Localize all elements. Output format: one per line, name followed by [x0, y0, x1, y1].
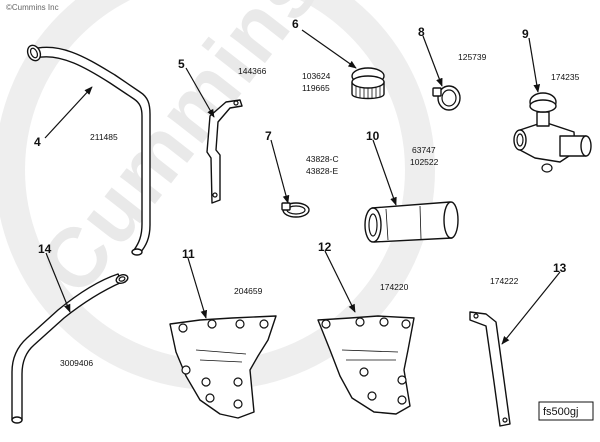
- part-number: 211485: [90, 132, 118, 142]
- copyright-text: ©Cummins Inc: [6, 3, 59, 12]
- part-number: 119665: [302, 83, 330, 93]
- callout-12: 12 174220: [318, 240, 409, 292]
- callout-number: 6: [292, 17, 299, 31]
- callout-6: 6 103624 119665: [292, 17, 331, 93]
- part-4-tube: [26, 44, 151, 256]
- callout-number: 8: [418, 25, 425, 39]
- part-11-plate: [169, 315, 277, 419]
- callout-7: 7 43828-C 43828-E: [265, 129, 339, 176]
- callout-10: 10 63747 102522: [366, 129, 439, 167]
- callout-number: 13: [553, 261, 567, 275]
- callout-number: 9: [522, 27, 529, 41]
- callout-number: 7: [265, 129, 272, 143]
- figure-reference-text: fs500gj: [543, 406, 578, 418]
- part-number: 43828-E: [306, 166, 338, 176]
- part-number: 3009406: [60, 358, 93, 368]
- callout-number: 4: [34, 135, 41, 149]
- part-number: 103624: [302, 71, 331, 81]
- figure-reference: fs500gj: [538, 401, 594, 421]
- part-number: 125739: [458, 52, 487, 62]
- part-number: 144366: [238, 66, 267, 76]
- part-number: 43828-C: [306, 154, 339, 164]
- callout-4: 4 211485: [34, 132, 118, 149]
- callout-number: 12: [318, 240, 332, 254]
- part-5-bracket: [206, 99, 243, 204]
- leader-lines: [44, 29, 561, 345]
- callout-11: 11 204659: [182, 247, 263, 296]
- callout-9: 9 174235: [522, 27, 580, 82]
- part-10-hose: [364, 201, 459, 243]
- callout-number: 10: [366, 129, 380, 143]
- part-6-cap: [351, 67, 385, 100]
- part-number: 174222: [490, 276, 519, 286]
- callout-14: 14 3009406: [38, 242, 93, 368]
- part-number: 63747: [412, 145, 436, 155]
- part-12-plate: [317, 315, 415, 415]
- callout-13: 13 174222: [490, 261, 567, 286]
- callout-5: 5 144366: [178, 57, 267, 76]
- part-8-clamp: [432, 85, 461, 111]
- part-number: 174235: [551, 72, 580, 82]
- part-9-valve: [513, 92, 592, 173]
- callout-number: 14: [38, 242, 52, 256]
- callout-8: 8 125739: [418, 25, 487, 62]
- callout-number: 11: [182, 247, 195, 261]
- callout-number: 5: [178, 57, 185, 71]
- part-13-bracket: [469, 311, 511, 427]
- part-7-clamp: [281, 202, 310, 218]
- part-number: 102522: [410, 157, 439, 167]
- part-number: 204659: [234, 286, 263, 296]
- part-number: 174220: [380, 282, 409, 292]
